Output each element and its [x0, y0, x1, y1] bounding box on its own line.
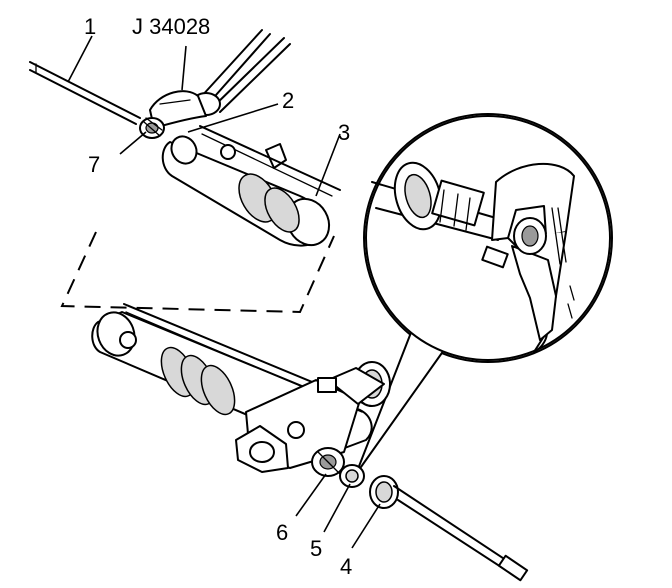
callout-3: 3 [338, 120, 350, 145]
lower-tie-rod [393, 485, 529, 582]
lower-boot-ribs [160, 346, 236, 416]
callout-7: 7 [88, 152, 100, 177]
tool-label: J 34028 [132, 14, 210, 39]
callout-1: 1 [84, 14, 96, 39]
lower-jam-nut [311, 447, 345, 477]
leader-lines [67, 35, 381, 549]
dashed-connection [60, 231, 335, 314]
upper-tie-rod [29, 61, 141, 125]
callout-4: 4 [340, 554, 352, 579]
detail-inset [355, 113, 613, 475]
callout-6: 6 [276, 520, 288, 545]
boot-clamp [369, 475, 399, 509]
upper-rack-housing [161, 125, 341, 247]
lower-assembly [91, 303, 529, 582]
callout-5: 5 [310, 536, 322, 561]
callout-2: 2 [282, 88, 294, 113]
tool-j34028 [149, 29, 291, 129]
upper-assembly [29, 29, 341, 247]
inner-tie-rod-nut [339, 464, 365, 488]
